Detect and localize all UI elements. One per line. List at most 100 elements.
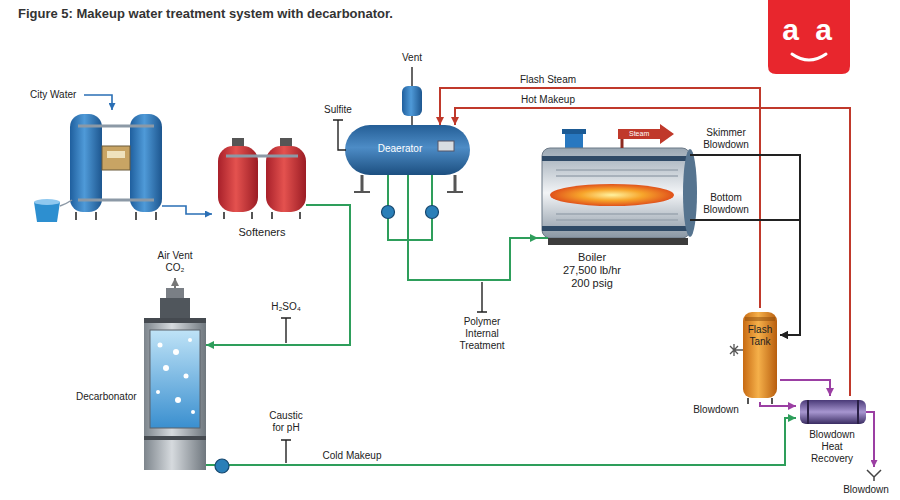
deaerator-vessel [362, 175, 455, 192]
chemical-label: Caustic for pH [266, 410, 306, 434]
multimedia-filter [162, 206, 212, 214]
deaerator-vessel [438, 141, 454, 151]
multimedia-filter [34, 95, 212, 222]
multimedia-filter [84, 95, 112, 110]
boiler-drawing [690, 155, 700, 220]
flash-tank-vessel [748, 398, 772, 404]
unit-label: Deaerator [378, 143, 422, 155]
softener-vessels [218, 146, 258, 212]
multimedia-filter [60, 200, 72, 206]
brand-logo: a a [782, 12, 836, 48]
decarbonator-drawing [174, 278, 176, 289]
softener-vessels [224, 212, 300, 219]
feed-pump [382, 206, 395, 219]
decarbonator-drawing [175, 397, 181, 403]
softener-vessels [266, 146, 306, 212]
decarbonator-drawing [144, 278, 206, 470]
boiler-drawing [618, 124, 674, 144]
chemical-feed-point [281, 282, 487, 463]
boiler-drawing [548, 238, 688, 245]
decarbonator-drawing [188, 338, 192, 342]
softener-vessels [226, 155, 298, 158]
pipe-connector [408, 175, 538, 280]
vent-label: Vent [402, 52, 422, 64]
feed-pump [215, 459, 229, 473]
brand-logo [792, 54, 826, 60]
pipe-connector [760, 402, 796, 406]
boiler-unit: Boiler27,500 lb/hr 200 psig [538, 125, 700, 293]
boiler-drawing [621, 139, 624, 148]
softener-unit: Softeners [205, 135, 322, 243]
blowdown-heat-exchanger [866, 412, 874, 467]
brand-logo [768, 0, 850, 74]
steam-label: Steam [629, 129, 649, 139]
chemical-label: H₂SO₄ [271, 301, 301, 313]
softener-vessels [280, 138, 292, 148]
decarbonator-drawing [144, 318, 206, 470]
pipe-connector [455, 108, 850, 396]
inlet-label: City Water [30, 89, 76, 101]
deaerator-vessel [388, 175, 432, 206]
chemical-feed-point [281, 318, 291, 343]
flow-label: Cold Makeup [323, 450, 382, 462]
feed-pump [215, 206, 439, 474]
boiler-drawing [542, 156, 690, 161]
multimedia-filter [78, 126, 154, 200]
deaerator-vessel [411, 67, 413, 126]
unit-label: Softeners [238, 226, 285, 239]
deaerator-vessel [333, 67, 470, 240]
multimedia-filter [130, 114, 162, 212]
flow-label: Hot Makeup [521, 94, 575, 106]
boiler-drawing [538, 237, 548, 239]
unit-rating: 27,500 lb/hr 200 psig [559, 264, 625, 290]
brand-logo [768, 0, 850, 74]
deaerator-vessel [333, 120, 346, 150]
boiler-drawing [542, 148, 690, 238]
pipe-connector [440, 88, 760, 308]
flow-label: Skimmer Blowdown [703, 127, 749, 151]
unit-label: Blowdown Heat Recovery [809, 429, 855, 465]
deaerator-tank: Deaerator [345, 125, 470, 175]
decarbonator-drawing [150, 330, 200, 428]
flash-tank: Flash Tank [740, 308, 780, 402]
boiler-drawing [542, 226, 690, 231]
decarbonator-drawing [156, 390, 160, 394]
flash-tank-vessel [745, 317, 775, 321]
blowdown-heat-exchanger [867, 470, 881, 481]
flash-tank-vessel [730, 312, 777, 404]
decarbonator-drawing [144, 318, 206, 323]
flash-tank-vessel [743, 312, 777, 398]
pipe-connector [206, 205, 350, 345]
boiler-drawing [538, 124, 700, 245]
pipe-connector [700, 155, 800, 335]
chemical-label: Sulfite [324, 104, 352, 116]
decarbonator-drawing [191, 410, 195, 414]
decarbonator-drawing [160, 298, 190, 320]
blowdown-heat-exchanger [800, 400, 866, 424]
deaerator-vessel [402, 86, 422, 116]
unit-label: Flash Tank [748, 324, 772, 348]
multimedia-filter [34, 202, 60, 222]
unit-label: Decarbonator [76, 391, 137, 403]
decarbonator-drawing [144, 436, 206, 440]
boiler-drawing [556, 170, 678, 220]
deaerator-vessel [388, 218, 432, 240]
flow-label: Flash Steam [520, 74, 576, 86]
decarbonator-drawing [158, 343, 163, 348]
decarbonator-drawing [173, 349, 179, 355]
boiler-drawing [683, 149, 697, 237]
softener-vessels [232, 138, 244, 148]
pipe-connector [780, 380, 830, 396]
heat-exchanger: Blowdown Heat Recovery [796, 396, 868, 468]
vent-label: Air Vent CO₂ [154, 250, 196, 274]
chemical-feed-point [281, 440, 291, 463]
flash-tank-vessel [730, 344, 743, 356]
unit-label: Boiler [578, 251, 606, 264]
deaerator-vessel [345, 125, 470, 175]
multimedia-filter [76, 212, 156, 220]
